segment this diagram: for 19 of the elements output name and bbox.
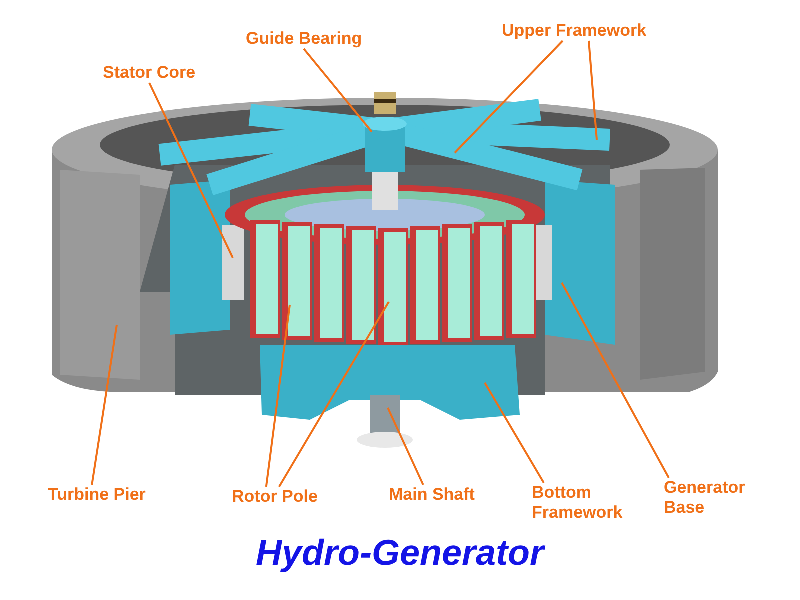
part-label: Turbine Pier: [48, 485, 146, 505]
leader-line: [588, 40, 598, 140]
leader-line: [278, 301, 390, 488]
diagram-title: Hydro-Generator: [256, 532, 544, 573]
leader-line: [303, 48, 373, 133]
part-label: Upper Framework: [502, 21, 647, 41]
leader-line: [454, 40, 564, 154]
part-label: Bottom Framework: [532, 483, 624, 523]
leader-line: [265, 304, 291, 488]
part-label: Generator Base: [664, 478, 746, 518]
leader-line: [484, 382, 545, 484]
leader-line: [561, 282, 670, 478]
part-label: Rotor Pole: [232, 487, 318, 507]
part-label: Guide Bearing: [246, 29, 362, 49]
leader-line: [387, 408, 424, 486]
leader-line: [91, 324, 118, 486]
part-label: Stator Core: [103, 63, 196, 83]
leader-line: [148, 82, 234, 258]
part-label: Main Shaft: [389, 485, 475, 505]
